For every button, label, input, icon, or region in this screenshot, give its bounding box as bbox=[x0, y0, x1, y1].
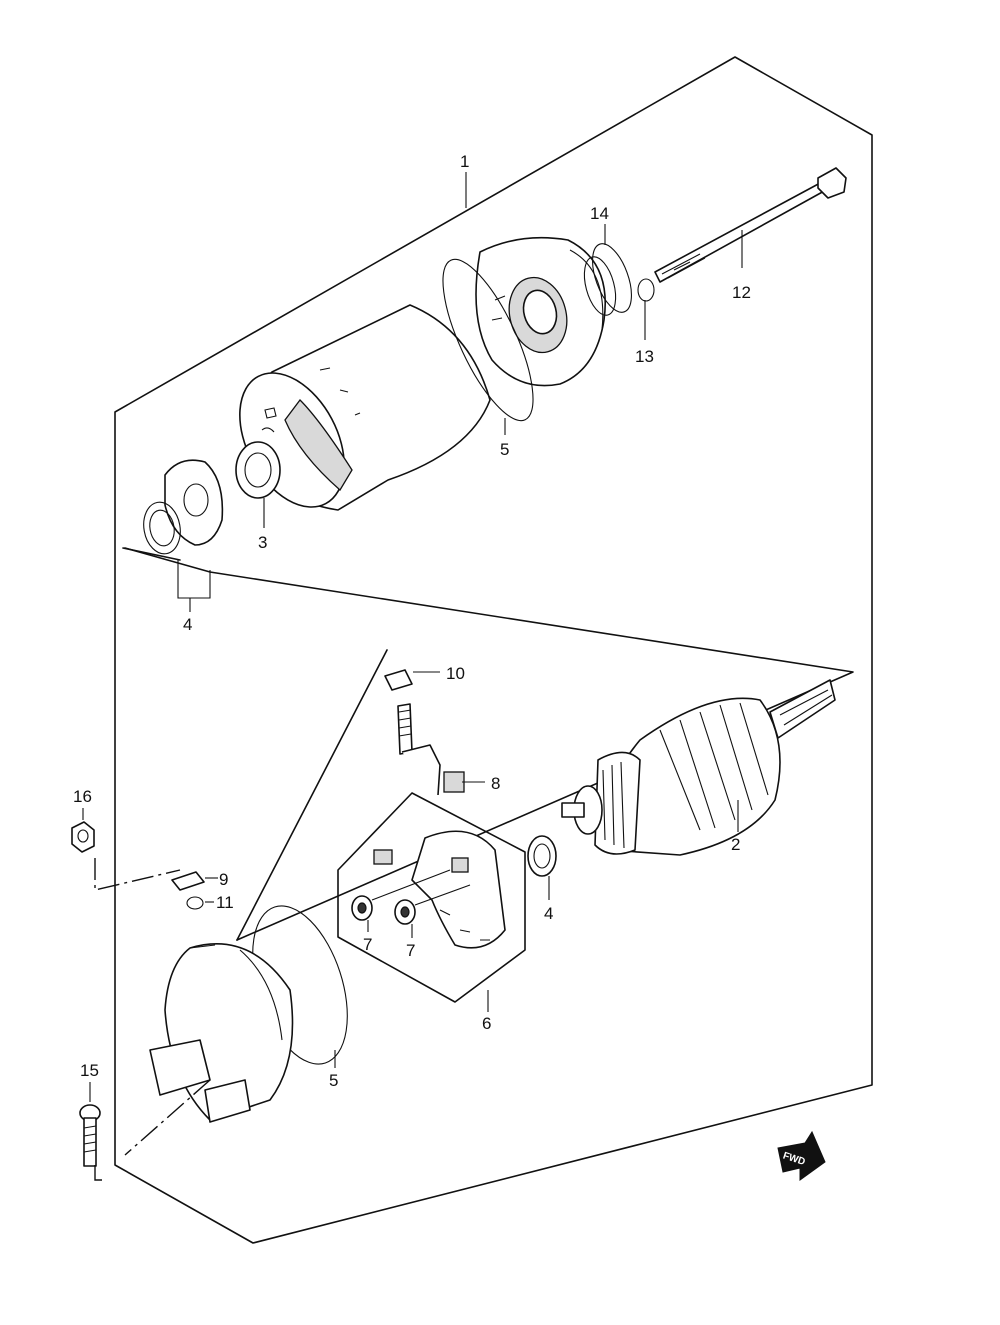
callout-15: 15 bbox=[80, 1061, 99, 1080]
forward-arrow-icon: FWD bbox=[777, 1130, 826, 1181]
leader-lines bbox=[82, 172, 743, 1181]
armature bbox=[561, 679, 836, 856]
brush-holder-assembly bbox=[337, 792, 526, 1003]
callout-8: 8 bbox=[491, 774, 500, 793]
callout-16: 16 bbox=[73, 787, 92, 806]
callout-12: 12 bbox=[732, 283, 751, 302]
small-hardware bbox=[71, 821, 205, 1167]
callout-7-right: 7 bbox=[406, 941, 415, 960]
callout-5-lower: 5 bbox=[329, 1071, 338, 1090]
thrust-washer bbox=[527, 835, 557, 877]
shims-and-washers-upper bbox=[143, 441, 281, 555]
callout-3: 3 bbox=[258, 533, 267, 552]
callout-6: 6 bbox=[482, 1014, 491, 1033]
callout-11: 11 bbox=[216, 893, 234, 912]
callout-4-upper: 4 bbox=[183, 615, 192, 634]
assembly-boundary bbox=[114, 56, 873, 1244]
callout-5-upper: 5 bbox=[500, 440, 509, 459]
callout-9: 9 bbox=[219, 870, 228, 889]
end-frame-bracket bbox=[475, 236, 617, 387]
callout-2: 2 bbox=[731, 835, 740, 854]
callout-13: 13 bbox=[635, 347, 654, 366]
callout-14: 14 bbox=[590, 204, 609, 223]
callout-4-lower: 4 bbox=[544, 904, 553, 923]
terminal-bolt bbox=[384, 669, 465, 796]
through-bolt bbox=[654, 167, 847, 283]
callout-10: 10 bbox=[446, 664, 465, 683]
subframe-lines bbox=[122, 547, 854, 941]
callout-1: 1 bbox=[460, 152, 469, 171]
callout-7-left: 7 bbox=[363, 935, 372, 954]
commutator-end-cover bbox=[149, 943, 294, 1123]
